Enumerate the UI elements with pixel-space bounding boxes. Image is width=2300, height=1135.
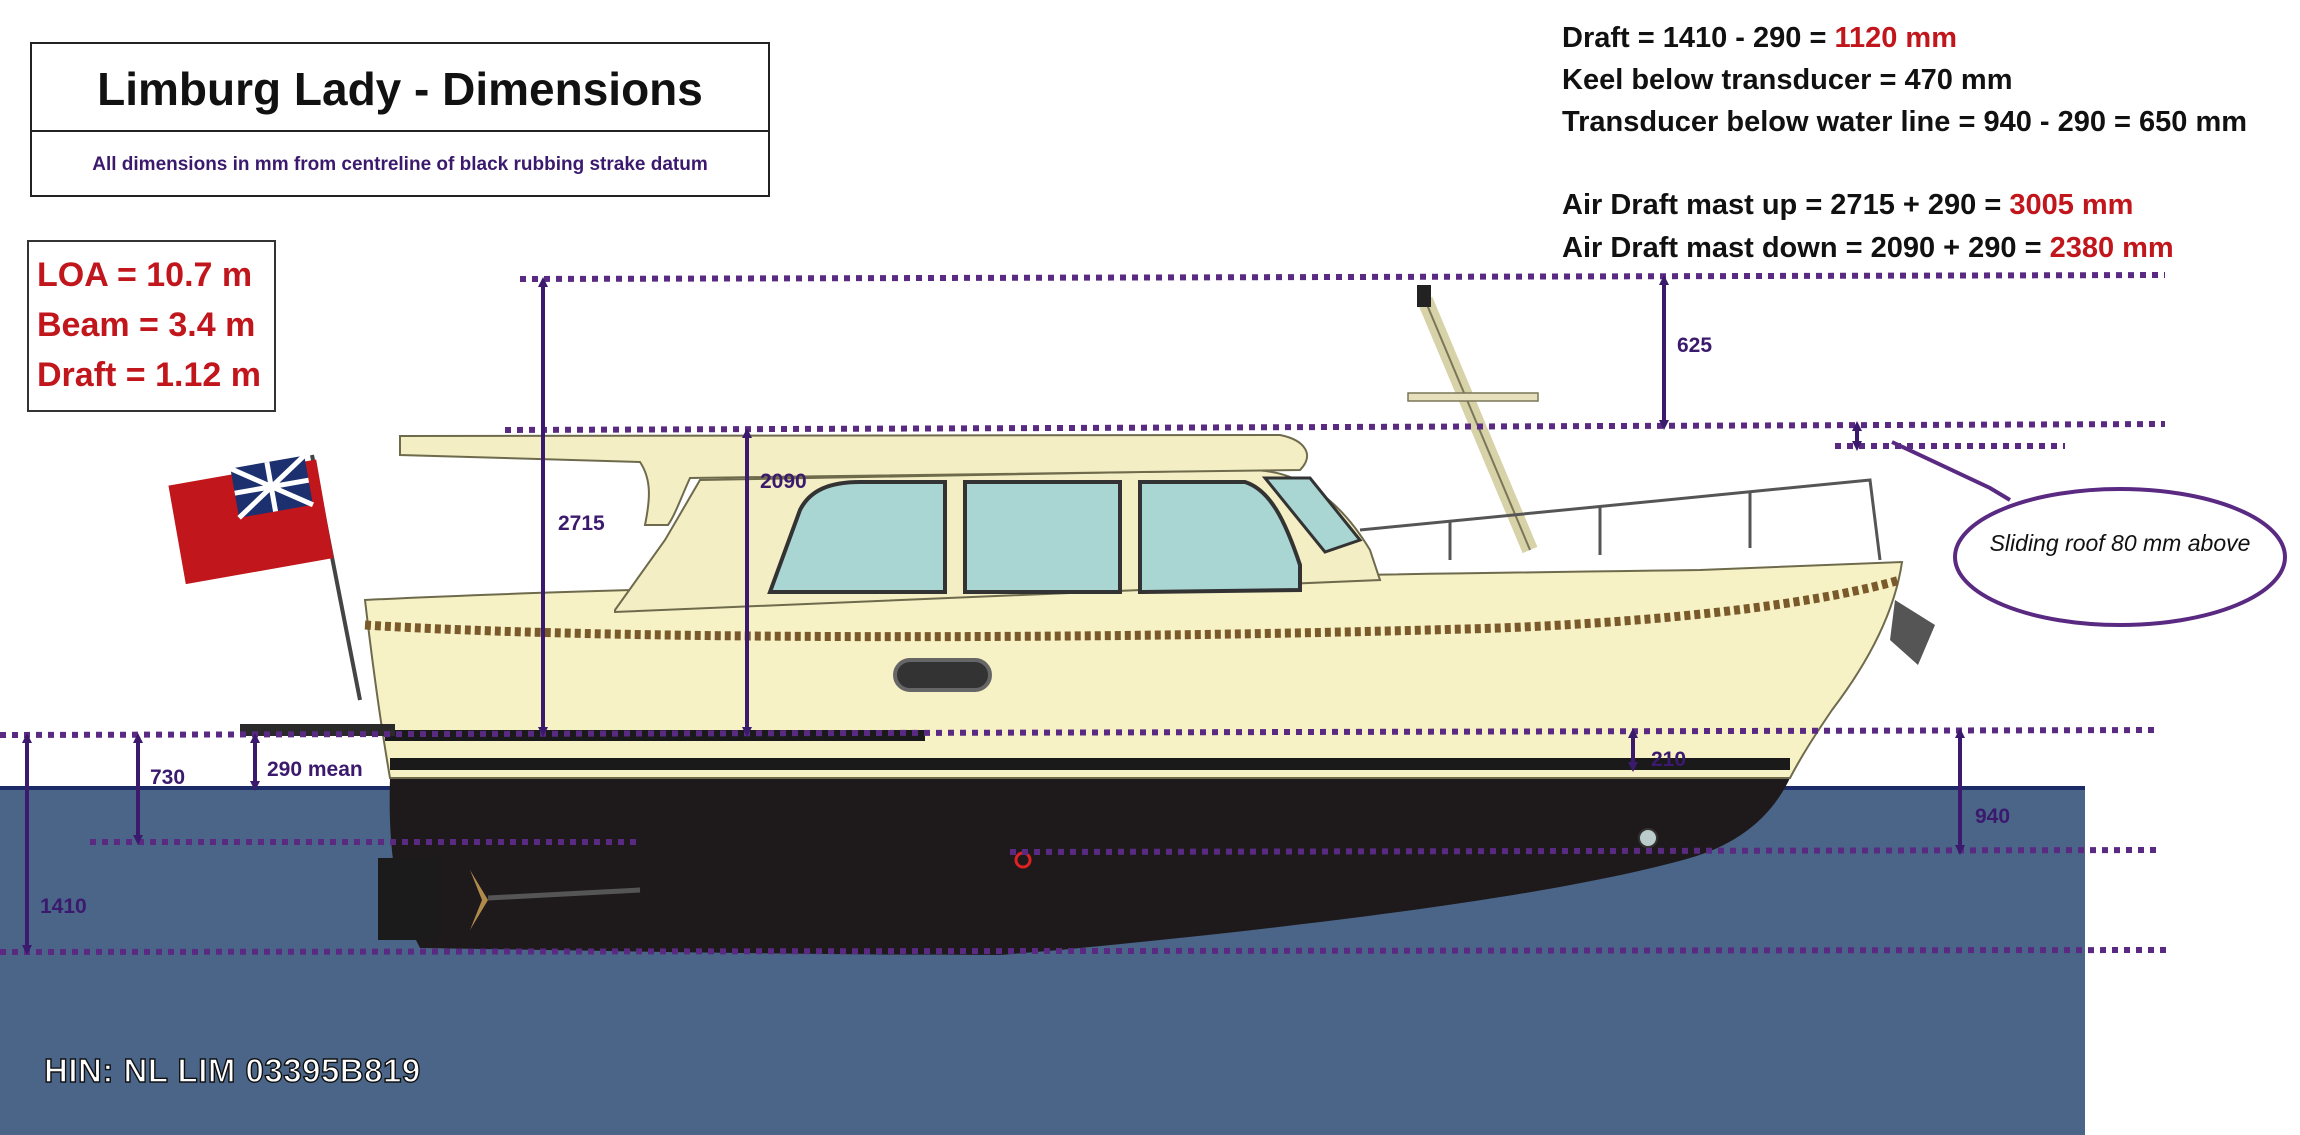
dimension-arrows bbox=[22, 275, 1965, 955]
calc-draft-result: 1120 mm bbox=[1834, 22, 1957, 54]
dim-label-1410: 1410 bbox=[40, 895, 87, 918]
calc-air-down: Air Draft mast down = 2090 + 290 = 2380 … bbox=[1562, 232, 2174, 265]
calc-draft-prefix: Draft = 1410 - 290 = bbox=[1562, 22, 1835, 54]
union-jack-cross bbox=[229, 453, 314, 520]
propeller bbox=[470, 870, 488, 930]
hard-top bbox=[399, 433, 1309, 526]
calc-air-up-prefix: Air Draft mast up = 2715 + 290 = bbox=[1562, 189, 2010, 221]
calc-air-up-result: 3005 mm bbox=[2009, 189, 2134, 221]
dim-label-730: 730 bbox=[150, 766, 186, 789]
calc-draft: Draft = 1410 - 290 = 1120 mm bbox=[1562, 22, 1957, 55]
loa-text: LOA = 10.7 m bbox=[37, 256, 253, 294]
mast-top-line bbox=[519, 272, 2166, 282]
dim-label-2090: 2090 bbox=[760, 470, 807, 493]
mast-light bbox=[1417, 285, 1431, 307]
dim-label-940: 940 bbox=[1975, 805, 2011, 828]
calc-air-down-prefix: Air Draft mast down = 2090 + 290 = bbox=[1562, 232, 2050, 264]
porthole bbox=[893, 658, 992, 692]
page-title: Limburg Lady - Dimensions bbox=[32, 60, 768, 132]
dim-label-625: 625 bbox=[1677, 334, 1713, 357]
through-hull bbox=[1638, 828, 1658, 848]
windscreen bbox=[1261, 476, 1363, 554]
window-3 bbox=[1138, 480, 1302, 595]
hull-top bbox=[363, 560, 1904, 779]
calc-transducer: Transducer below water line = 940 - 290 … bbox=[1562, 106, 2248, 138]
page-subtitle: All dimensions in mm from centreline of … bbox=[92, 154, 708, 175]
datum-line bbox=[0, 727, 2161, 738]
anchor bbox=[1890, 600, 1935, 665]
lower-strake bbox=[390, 758, 1790, 770]
summary-box: LOA = 10.7 m Beam = 3.4 m Draft = 1.12 m bbox=[27, 240, 276, 412]
calc-air-down-result: 2380 mm bbox=[2049, 232, 2174, 264]
calc-keel: Keel below transducer = 470 mm bbox=[1562, 64, 2013, 96]
roof-line bbox=[504, 421, 2166, 433]
rubbing-strake bbox=[385, 730, 925, 741]
calc-air-up: Air Draft mast up = 2715 + 290 = 3005 mm bbox=[1562, 189, 2133, 222]
window-1 bbox=[767, 480, 947, 594]
prop-shaft bbox=[487, 887, 641, 901]
dim-label-290: 290 mean bbox=[267, 758, 363, 781]
callout-pointer bbox=[1891, 440, 2012, 502]
rudder bbox=[378, 858, 438, 940]
dim-label-210: 210 bbox=[1651, 748, 1687, 771]
keel-line bbox=[0, 947, 2171, 955]
callout-bubble bbox=[1953, 487, 2287, 627]
hull-bottom bbox=[389, 778, 1790, 955]
draft-summary-text: Draft = 1.12 m bbox=[37, 356, 261, 394]
window-2 bbox=[963, 480, 1122, 594]
beam-text: Beam = 3.4 m bbox=[37, 306, 256, 344]
reference-lines bbox=[0, 272, 2171, 955]
keel bbox=[960, 905, 1010, 945]
rope-fender bbox=[364, 575, 1902, 642]
dim-label-2715: 2715 bbox=[558, 512, 605, 535]
hull-identification-number: HIN: NL LIM 03395B819 bbox=[43, 1051, 421, 1089]
radar-arch bbox=[1407, 392, 1539, 402]
callout-text: Sliding roof 80 mm above bbox=[1989, 530, 2251, 556]
guard-rail bbox=[1359, 478, 1882, 561]
title-box: Limburg Lady - Dimensions All dimensions… bbox=[30, 42, 770, 197]
